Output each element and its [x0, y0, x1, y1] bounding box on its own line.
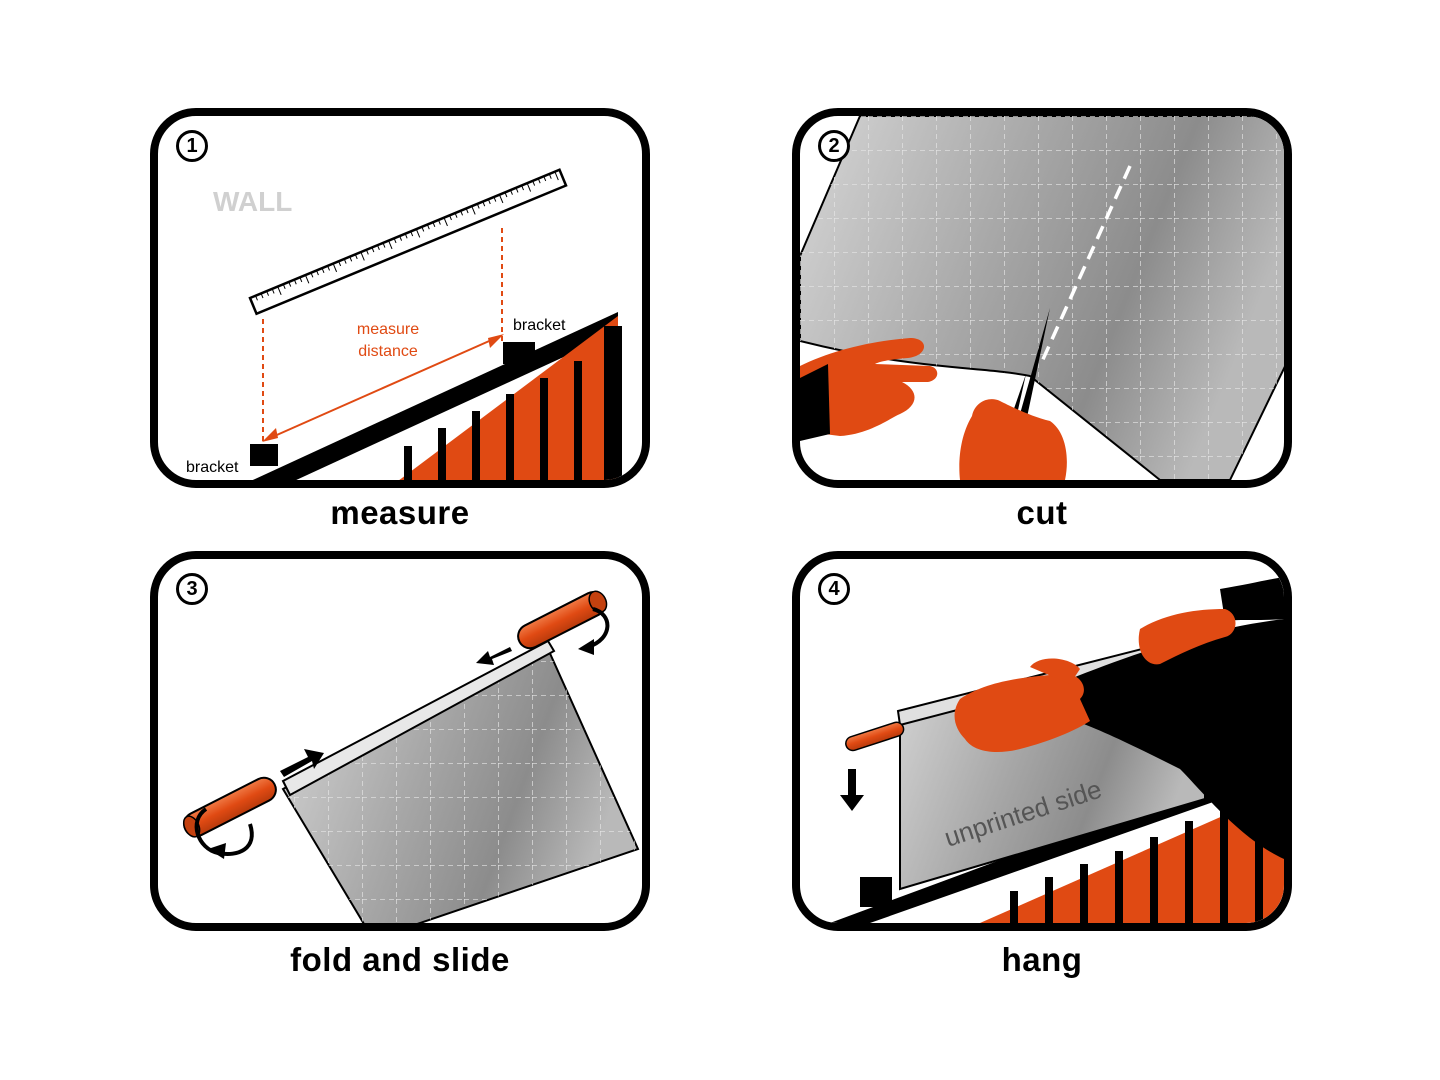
ruler-tick: [504, 192, 508, 198]
ruler-tick: [498, 194, 504, 204]
ruler-tick: [293, 279, 297, 285]
ruler-tick: [421, 226, 425, 232]
ruler-tick: [299, 277, 303, 283]
step-2-panel: 2: [792, 108, 1292, 488]
ruler-tick: [404, 233, 408, 239]
ruler-tick: [515, 187, 519, 193]
step-4-caption: hang: [1001, 941, 1083, 978]
ruler-tick: [304, 274, 310, 284]
ruler-tick: [349, 256, 353, 262]
bracket-shape: [860, 877, 892, 907]
ruler-tick: [454, 212, 458, 218]
ruler-tick: [526, 183, 532, 192]
ruler-tick: [316, 270, 319, 276]
ruler-tick: [271, 288, 275, 294]
slide-arrow-left-icon: [476, 647, 512, 665]
ruler-tick: [321, 267, 325, 273]
ruler-tick: [410, 231, 414, 237]
ruler-tick: [443, 217, 448, 227]
down-arrow-icon: [840, 769, 864, 811]
hang-illustration: unprinted side: [830, 577, 1284, 923]
ruler-tick: [543, 176, 547, 182]
ruler-tick: [415, 228, 421, 238]
fence-bars: [1010, 793, 1263, 923]
folded-hem: [281, 639, 556, 797]
ruler-tick: [465, 208, 469, 214]
ruler-tick: [255, 295, 258, 301]
ruler-tick: [332, 263, 338, 273]
arm-sleeve: [1070, 619, 1284, 859]
ruler: [248, 168, 568, 316]
ruler-tick: [399, 235, 403, 241]
bracket-left-shape: [250, 444, 278, 466]
cut-illustration: [800, 116, 1284, 480]
ruler-tick: [432, 222, 436, 228]
left-hand: [800, 338, 938, 441]
rotate-arrow-right-icon: [587, 607, 610, 649]
step-3-panel: 3: [150, 551, 650, 931]
ruler-tick: [471, 205, 476, 215]
ruler-ticks: [255, 171, 559, 301]
step-number-1: 1: [176, 130, 208, 162]
right-hand: [959, 399, 1067, 480]
ruler-tick: [266, 290, 270, 296]
step-number-3: 3: [176, 573, 208, 605]
ruler-tick: [371, 247, 375, 253]
ruler-tick: [532, 180, 536, 186]
ruler-tick: [510, 189, 513, 195]
hand-back: [1138, 609, 1236, 665]
step-1-panel: 1 WALL measure distance: [150, 108, 650, 488]
ruler-tick: [354, 254, 358, 260]
ruler-tick: [521, 185, 524, 191]
ruler-tick: [460, 210, 464, 216]
measure-label-line2: distance: [358, 343, 418, 360]
cut-line: [1038, 165, 1132, 367]
hand-front: [954, 673, 1090, 752]
fold-slide-illustration: [182, 590, 640, 923]
ruler-tick: [277, 286, 282, 296]
measure-illustration: WALL measure distance: [186, 168, 622, 480]
ruler-tick: [338, 261, 342, 267]
measure-arrow: [262, 334, 504, 442]
ruler-tick: [493, 196, 497, 202]
ruler-tick: [449, 215, 452, 221]
ruler-tick: [365, 249, 369, 255]
step-number-2: 2: [818, 130, 850, 162]
ruler-tick: [382, 242, 386, 248]
rod-right: [517, 590, 608, 650]
ruler-tick: [360, 251, 365, 261]
ruler-tick: [487, 199, 491, 205]
ruler-tick: [438, 219, 441, 225]
step-1-caption: measure: [330, 494, 470, 531]
measure-label-line1: measure: [357, 321, 419, 338]
ruler-tick: [288, 281, 292, 287]
step-number-4: 4: [818, 573, 850, 605]
ruler-tick: [554, 171, 559, 181]
ruler-tick: [343, 258, 347, 264]
fence-panel: [980, 789, 1284, 923]
ruler-tick: [548, 173, 552, 179]
ruler-tick: [476, 203, 480, 209]
step-4-panel: 4 unprinted side: [792, 551, 1292, 931]
fence-bars: [404, 326, 622, 480]
ruler-tick: [260, 293, 264, 299]
bracket-left-label: bracket: [186, 459, 239, 476]
wall-label: WALL: [213, 186, 292, 217]
slide-arrow-right-icon: [280, 749, 324, 777]
rod-end: [845, 721, 905, 752]
ruler-tick: [282, 284, 286, 290]
ruler-tick: [377, 244, 380, 251]
ruler-tick: [393, 238, 397, 244]
step-2-caption: cut: [1016, 494, 1068, 531]
bracket-right-label: bracket: [513, 317, 566, 334]
ruler-tick: [482, 201, 486, 207]
ruler-tick: [310, 272, 314, 278]
ruler-tick: [426, 224, 430, 230]
ruler-tick: [327, 265, 330, 271]
ruler-tick: [537, 178, 541, 184]
ruler-tick: [388, 240, 393, 250]
bracket-right-shape: [503, 342, 535, 364]
step-3-caption: fold and slide: [290, 941, 510, 978]
